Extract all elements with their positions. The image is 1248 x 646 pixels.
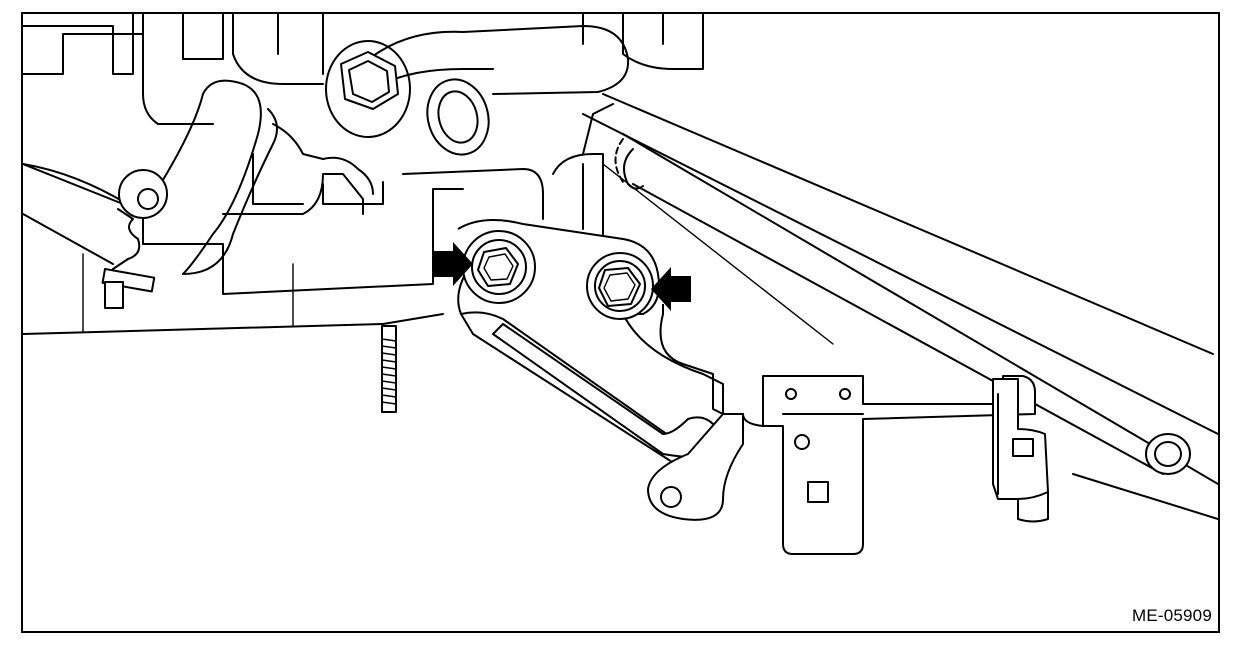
coolant-hose	[325, 25, 630, 156]
bracket-bolt-left	[462, 230, 536, 304]
technical-illustration	[23, 14, 1218, 555]
mounting-bracket	[457, 219, 744, 521]
stud-bolt	[381, 325, 397, 413]
long-pipe	[582, 93, 1218, 520]
left-hose	[23, 79, 278, 309]
bracket-bolt-right	[586, 252, 654, 320]
arrow-left-icon	[651, 267, 691, 311]
figure-code: ME-05909	[1131, 606, 1212, 625]
engine-block	[23, 14, 704, 335]
connector-bracket	[742, 375, 1049, 555]
arrow-right-icon	[433, 242, 473, 286]
figure-frame: ME-05909	[21, 12, 1220, 633]
